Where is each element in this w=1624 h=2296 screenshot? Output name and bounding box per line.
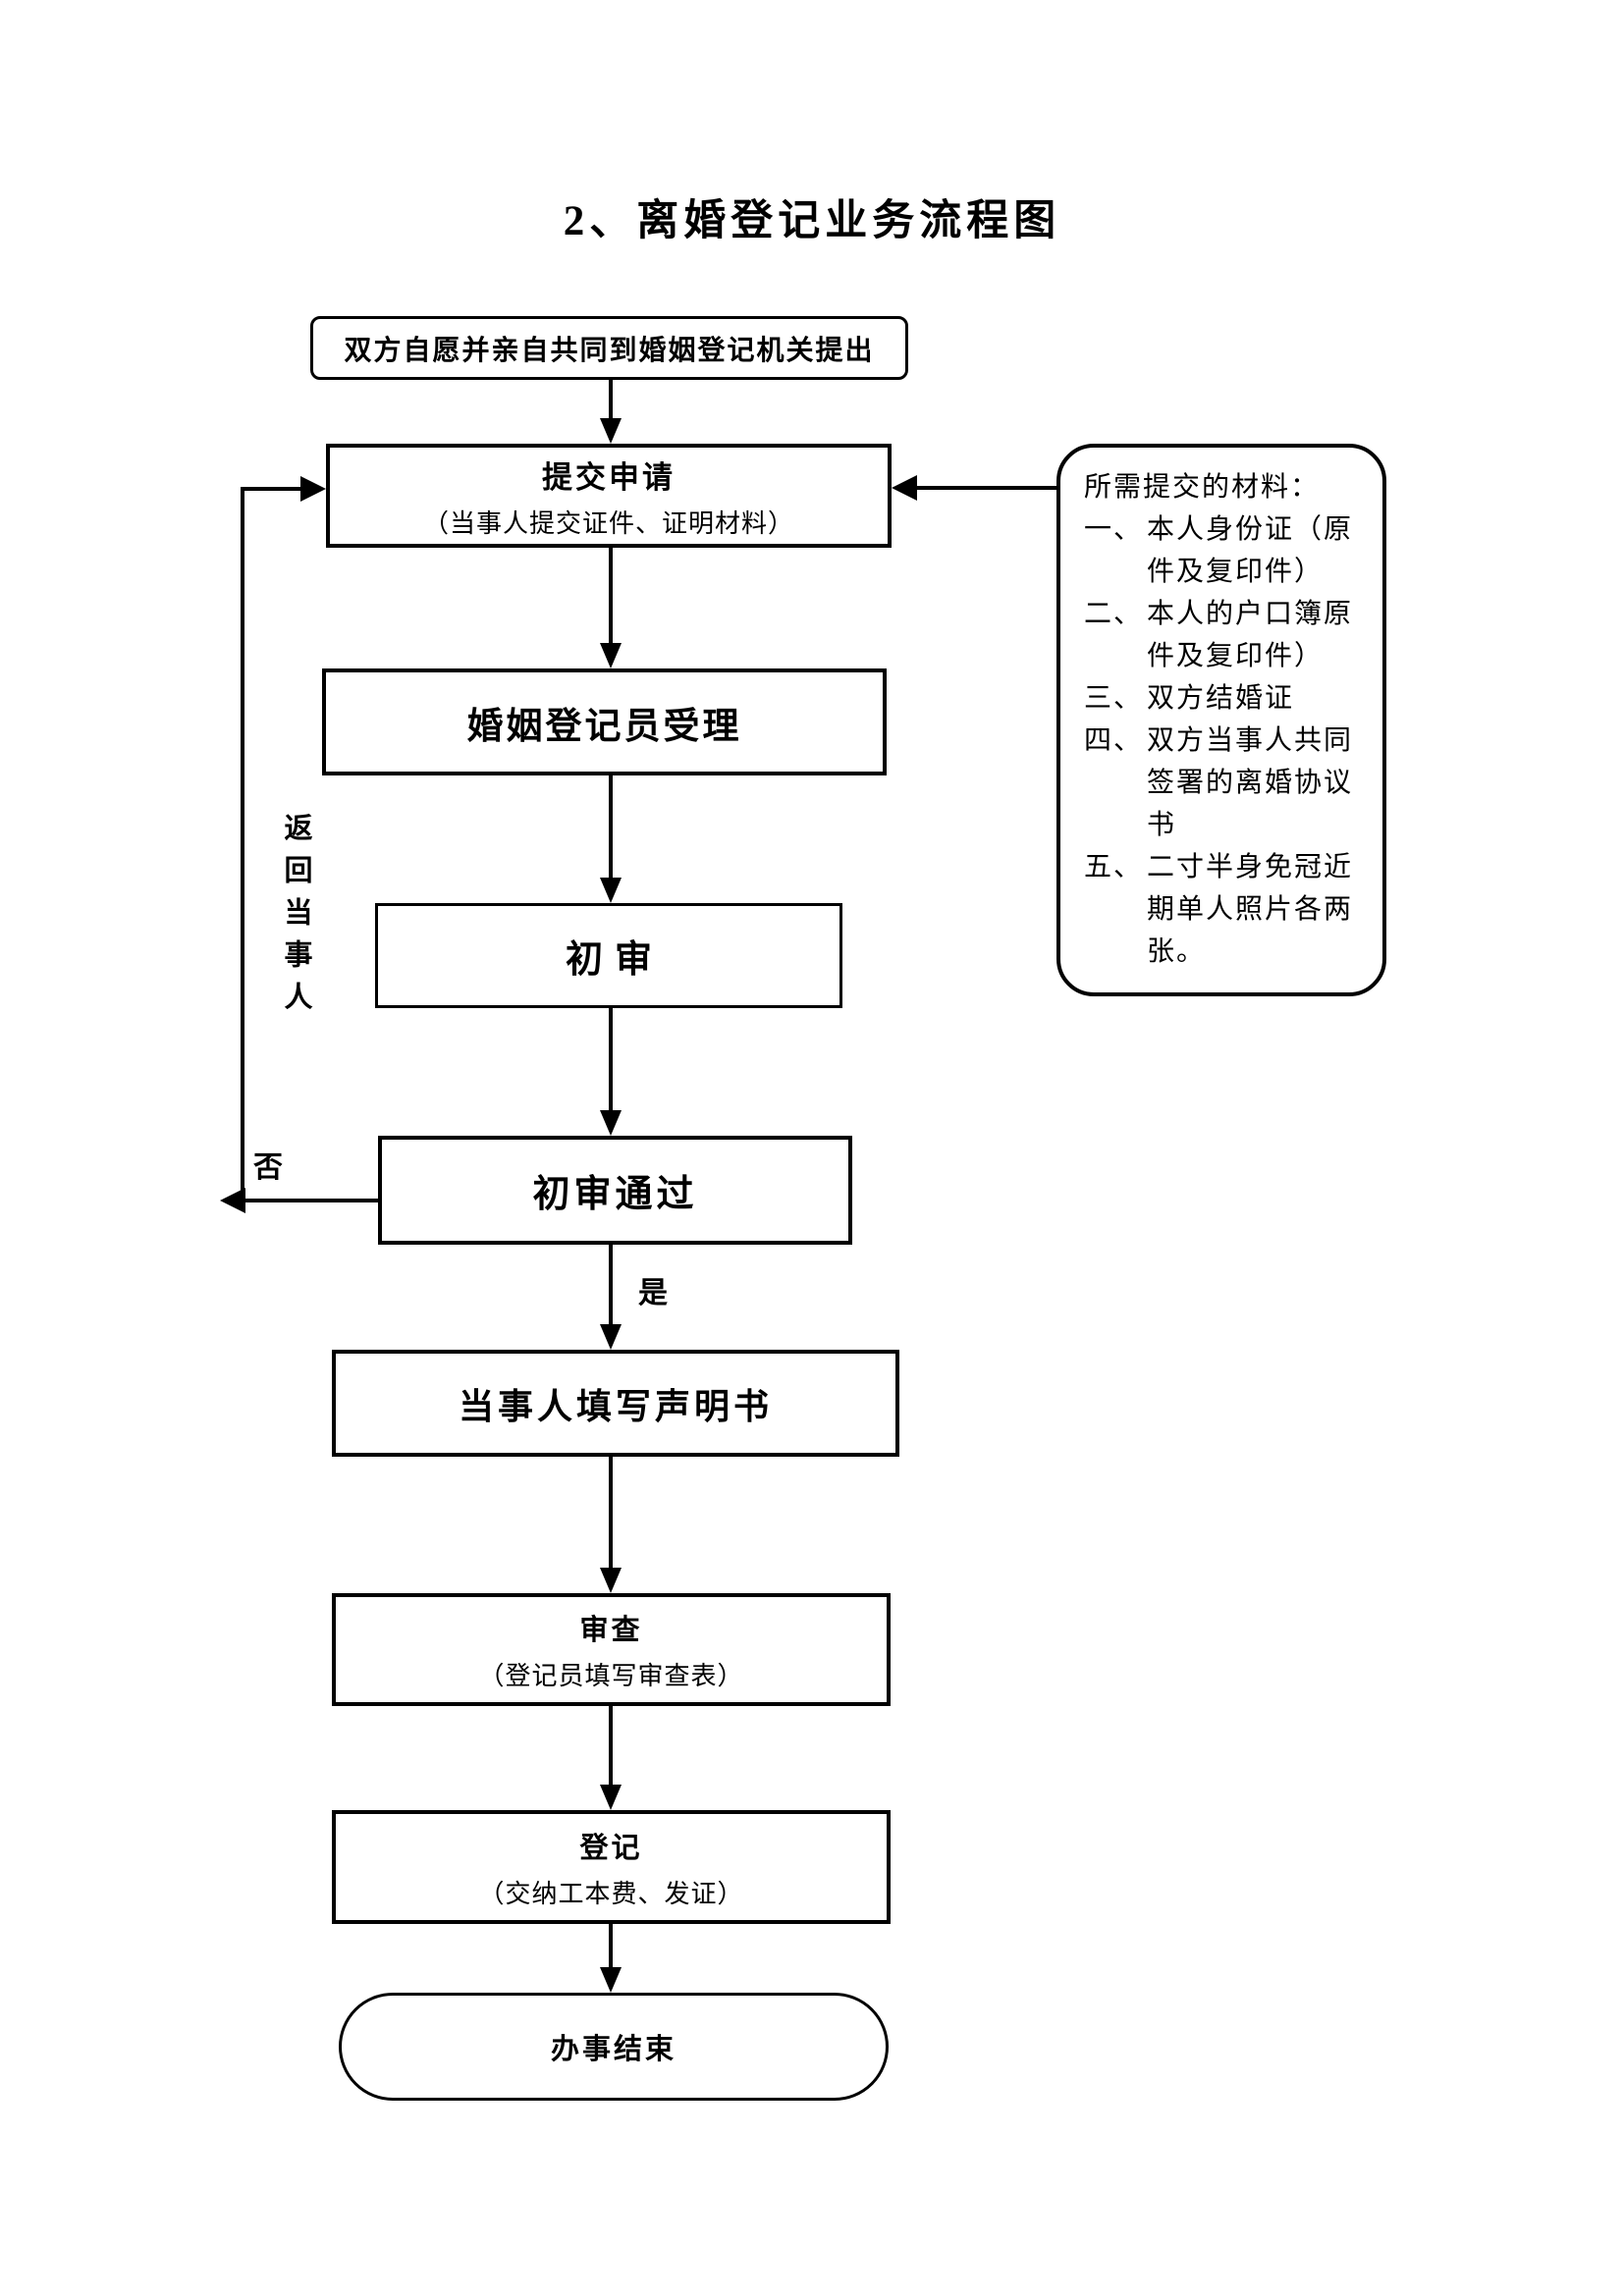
connector-register-end (609, 1924, 613, 1967)
materials-item-1: 一、 本人身份证（原件及复印件） (1084, 508, 1365, 593)
arrowhead-down-icon (600, 418, 622, 444)
node-submit-title: 提交申请 (542, 459, 676, 495)
arrowhead-left-icon (892, 475, 917, 501)
node-review-passed-label: 初审通过 (532, 1174, 698, 1215)
node-initial-review: 初审 (375, 903, 842, 1008)
materials-item-1-num: 一、 (1084, 514, 1144, 545)
materials-item-5: 五、 二寸半身免冠近期单人照片各两张。 (1084, 846, 1365, 973)
node-submit-subtitle: （当事人提交证件、证明材料） (422, 508, 794, 538)
node-register: 登记 （交纳工本费、发证） (332, 1810, 891, 1924)
materials-item-2: 二、 本人的户口簿原件及复印件） (1084, 593, 1365, 677)
materials-item-3: 三、 双方结婚证 (1084, 677, 1365, 720)
node-fill-statement: 当事人填写声明书 (332, 1350, 899, 1457)
materials-header: 所需提交的材料： (1084, 472, 1321, 503)
node-initial-review-label: 初审 (565, 939, 664, 981)
connector-statement-examine (609, 1457, 613, 1568)
materials-item-4-text: 双方当事人共同签署的离婚协议书 (1147, 725, 1354, 840)
materials-item-1-text: 本人身份证（原件及复印件） (1147, 514, 1354, 587)
node-end-label: 办事结束 (550, 2034, 677, 2065)
materials-item-5-num: 五、 (1084, 852, 1144, 882)
connector-passed-statement (609, 1245, 613, 1324)
node-end: 办事结束 (339, 1993, 889, 2101)
materials-item-4-num: 四、 (1084, 725, 1144, 756)
page-title: 2、离婚登记业务流程图 (563, 198, 1061, 244)
materials-item-3-num: 三、 (1084, 683, 1144, 714)
node-start-label: 双方自愿并亲自共同到婚姻登记机关提出 (344, 335, 875, 366)
connector-no-branch-horizontal (245, 1199, 378, 1202)
node-examine: 审查 （登记员填写审查表） (332, 1593, 891, 1706)
materials-item-2-text: 本人的户口簿原件及复印件） (1147, 599, 1354, 671)
arrowhead-down-icon (600, 643, 622, 668)
node-register-title: 登记 (579, 1832, 643, 1864)
connector-start-submit (609, 380, 613, 420)
connector-examine-register (609, 1706, 613, 1785)
node-fill-statement-label: 当事人填写声明书 (458, 1386, 773, 1426)
materials-item-4: 四、 双方当事人共同签署的离婚协议书 (1084, 720, 1365, 846)
arrowhead-down-icon (600, 1110, 622, 1136)
node-start: 双方自愿并亲自共同到婚姻登记机关提出 (310, 316, 908, 380)
node-submit-application: 提交申请 （当事人提交证件、证明材料） (326, 444, 892, 548)
node-review-passed: 初审通过 (378, 1136, 852, 1245)
edge-label-no: 否 (253, 1151, 283, 1184)
node-registrar-accepts: 婚姻登记员受理 (322, 668, 887, 775)
connector-no-branch-vertical (241, 487, 244, 1202)
arrowhead-down-icon (600, 878, 622, 903)
arrowhead-down-icon (600, 1785, 622, 1810)
materials-item-2-num: 二、 (1084, 599, 1144, 629)
materials-item-5-text: 二寸半身免冠近期单人照片各两张。 (1147, 852, 1354, 967)
arrowhead-down-icon (600, 1324, 622, 1350)
materials-item-3-text: 双方结婚证 (1147, 683, 1295, 714)
arrowhead-down-icon (600, 1967, 622, 1993)
node-examine-subtitle: （登记员填写审查表） (478, 1662, 744, 1690)
node-register-subtitle: （交纳工本费、发证） (478, 1879, 744, 1908)
node-registrar-accepts-label: 婚姻登记员受理 (466, 706, 742, 747)
edge-label-yes: 是 (638, 1277, 668, 1309)
connector-submit-accept (609, 548, 613, 643)
connector-accept-review (609, 775, 613, 878)
connector-no-branch-return (241, 487, 302, 491)
connector-review-passed (609, 1008, 613, 1110)
node-examine-title: 审查 (579, 1615, 643, 1646)
connector-note-submit (917, 486, 1056, 490)
materials-note: 所需提交的材料： 一、 本人身份证（原件及复印件） 二、 本人的户口簿原件及复印… (1056, 444, 1386, 996)
arrowhead-down-icon (600, 1568, 622, 1593)
edge-label-return-to-party: 返回当事人 (280, 813, 311, 1024)
arrowhead-right-icon (300, 476, 326, 502)
